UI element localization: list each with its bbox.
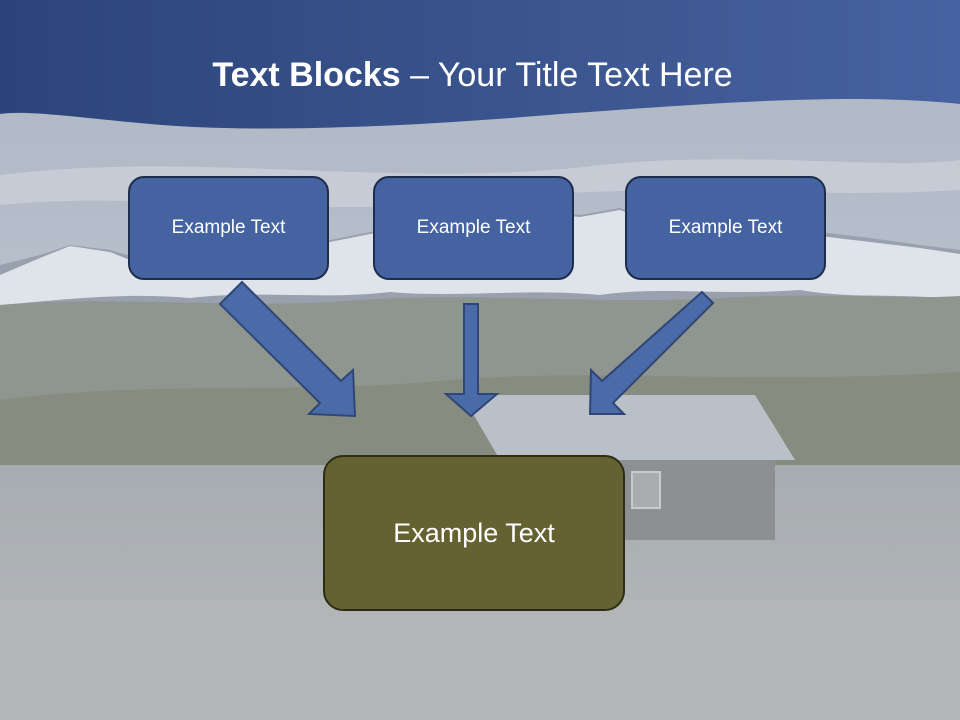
- field-band: [0, 600, 960, 720]
- title-dash: –: [400, 56, 438, 94]
- text-block-3-label: Example Text: [668, 217, 783, 238]
- slide-title: Text Blocks – Your Title Text Here: [0, 52, 945, 98]
- cabin-roof: [462, 395, 795, 460]
- arrow-center: [443, 303, 500, 418]
- arrow-right: [588, 290, 715, 415]
- title-banner: [0, 0, 960, 129]
- arrow-left: [218, 280, 357, 418]
- cabin-window: [631, 471, 661, 509]
- text-block-1-label: Example Text: [171, 217, 286, 238]
- text-block-1[interactable]: Example Text: [128, 176, 329, 280]
- text-block-3[interactable]: Example Text: [625, 176, 826, 280]
- target-block-label: Example Text: [393, 517, 555, 548]
- title-bold-part: Text Blocks: [212, 56, 401, 94]
- text-block-2-label: Example Text: [416, 217, 531, 238]
- title-rest: Your Title Text Here: [437, 56, 733, 94]
- text-block-2[interactable]: Example Text: [373, 176, 574, 280]
- target-block[interactable]: Example Text: [323, 455, 625, 611]
